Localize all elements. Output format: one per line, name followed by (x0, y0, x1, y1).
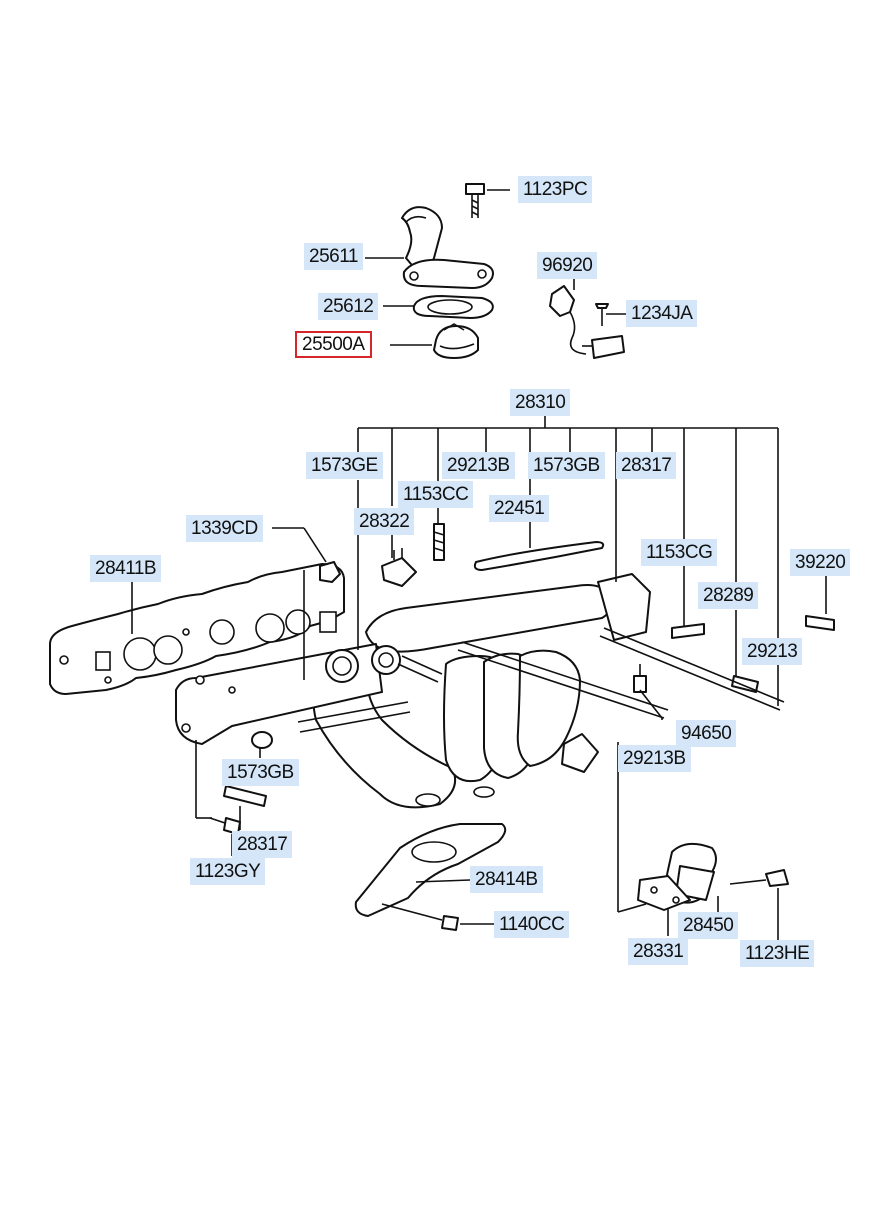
label-1123pc[interactable]: 1123PC (518, 176, 593, 203)
label-28317-top[interactable]: 28317 (616, 452, 677, 479)
label-25612[interactable]: 25612 (318, 293, 379, 320)
fitting-94650 (633, 664, 647, 693)
stud-29213b (457, 641, 669, 719)
gasket-22451 (473, 541, 605, 571)
bolt-1123he (729, 869, 789, 887)
label-1573ge[interactable]: 1573GE (306, 452, 383, 479)
label-96920[interactable]: 96920 (537, 252, 598, 279)
label-1573gb-bottom[interactable]: 1573GB (222, 759, 299, 786)
label-1153cc[interactable]: 1153CC (398, 481, 474, 508)
sensor-28322 (381, 548, 417, 587)
nut-1339cd (319, 561, 341, 583)
sensor-96920 (549, 285, 625, 359)
label-1573gb-top[interactable]: 1573GB (528, 452, 605, 479)
label-1153cg[interactable]: 1153CG (641, 539, 718, 566)
label-94650[interactable]: 94650 (676, 720, 737, 747)
stay-28414b (354, 823, 507, 917)
label-25611[interactable]: 25611 (304, 243, 363, 270)
label-28310[interactable]: 28310 (510, 389, 571, 416)
plug-1573gb (251, 731, 273, 749)
stud-28317 (223, 785, 267, 807)
label-25500a-selected[interactable]: 25500A (295, 331, 372, 358)
stud-1153cg (671, 623, 705, 639)
stud-1153cc (433, 523, 445, 561)
thermostat-25500a (433, 323, 479, 359)
label-29213b-top[interactable]: 29213B (442, 452, 515, 479)
gasket-28331 (637, 875, 691, 911)
label-1123he[interactable]: 1123HE (740, 940, 815, 967)
label-28411b[interactable]: 28411B (90, 555, 162, 582)
label-1140cc[interactable]: 1140CC (494, 911, 570, 938)
bolt-1123pc (465, 183, 485, 218)
label-29213b-bottom[interactable]: 29213B (618, 745, 691, 772)
label-28322[interactable]: 28322 (354, 508, 415, 535)
screw-1234ja (595, 303, 609, 326)
label-1123gy[interactable]: 1123GY (190, 858, 266, 885)
bolt-1140cc (441, 915, 459, 931)
label-28317-bottom[interactable]: 28317 (232, 831, 293, 858)
label-28450[interactable]: 28450 (678, 912, 739, 939)
label-29213[interactable]: 29213 (742, 638, 803, 665)
label-1339cd[interactable]: 1339CD (186, 515, 263, 542)
label-22451[interactable]: 22451 (489, 495, 550, 522)
gasket-25612 (412, 295, 494, 319)
label-28414b[interactable]: 28414B (470, 866, 543, 893)
intake-manifold-28310 (175, 573, 651, 809)
label-1234ja[interactable]: 1234JA (626, 300, 698, 327)
sensor-39220 (805, 615, 835, 631)
label-39220[interactable]: 39220 (790, 549, 851, 576)
label-28289[interactable]: 28289 (698, 582, 759, 609)
label-28331[interactable]: 28331 (628, 938, 689, 965)
water-outlet-fitting-25611 (401, 206, 494, 289)
stud-29213 (599, 627, 785, 711)
